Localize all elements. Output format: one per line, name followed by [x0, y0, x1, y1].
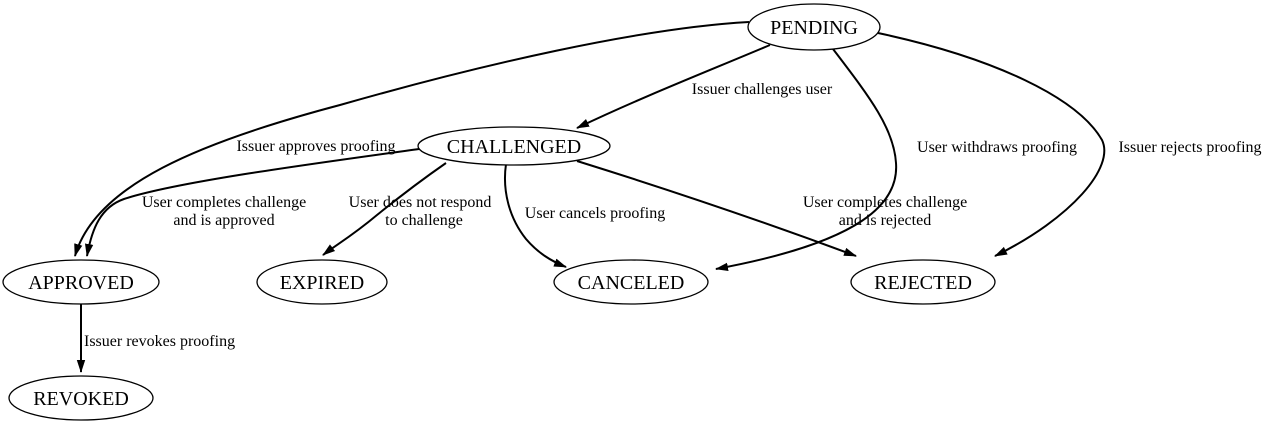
state-node-approved: APPROVED	[2, 259, 160, 305]
state-node-rejected: REJECTED	[850, 259, 996, 305]
nodes: PENDING CHALLENGED APPROVED EXPIRED CANC…	[2, 3, 996, 421]
edge-label-issuer-revokes-proofing: Issuer revokes proofing	[84, 333, 235, 350]
node-ellipse	[2, 259, 160, 305]
edge-label-user-completes-challenge-approved-line2: and is approved	[173, 212, 274, 229]
node-label: REVOKED	[33, 388, 129, 410]
node-label: APPROVED	[28, 272, 134, 294]
node-ellipse	[553, 259, 709, 305]
edge-challenged-expired	[322, 162, 447, 256]
node-ellipse	[747, 3, 881, 51]
node-label: REJECTED	[874, 272, 972, 294]
edge-label-user-completes-challenge-rejected-line1: User completes challenge	[803, 194, 967, 211]
node-ellipse	[256, 259, 388, 305]
state-node-challenged: CHALLENGED	[417, 126, 611, 166]
edge-pending-challenged	[576, 44, 771, 129]
state-node-revoked: REVOKED	[8, 375, 154, 421]
edge-pending-canceled	[715, 48, 898, 271]
edges	[74, 21, 1106, 373]
edge-label-user-completes-challenge-rejected-line2: and is rejected	[839, 212, 931, 229]
node-label: PENDING	[770, 17, 858, 39]
node-ellipse	[8, 375, 154, 421]
edge-challenged-approved	[84, 148, 420, 257]
edge-pending-rejected	[877, 32, 1106, 257]
edge-label-user-does-not-respond-line1: User does not respond	[349, 194, 492, 211]
edge-label-issuer-challenges-user: Issuer challenges user	[692, 81, 833, 98]
edge-label-user-does-not-respond-line2: to challenge	[385, 212, 463, 229]
edge-challenged-rejected	[576, 160, 857, 257]
edge-labels: Issuer challenges user Issuer approves p…	[84, 81, 1262, 350]
edge-label-issuer-approves-proofing: Issuer approves proofing	[236, 138, 395, 155]
state-node-expired: EXPIRED	[256, 259, 388, 305]
node-ellipse	[850, 259, 996, 305]
edge-pending-approved	[74, 21, 750, 257]
node-label: CANCELED	[578, 272, 685, 294]
state-node-pending: PENDING	[747, 3, 881, 51]
edge-challenged-canceled	[504, 163, 567, 268]
node-label: CHALLENGED	[447, 136, 581, 158]
edge-label-issuer-rejects-proofing: Issuer rejects proofing	[1118, 139, 1261, 156]
node-ellipse	[417, 126, 611, 166]
node-label: EXPIRED	[280, 272, 364, 294]
edge-label-user-cancels-proofing: User cancels proofing	[525, 205, 665, 222]
state-node-canceled: CANCELED	[553, 259, 709, 305]
edge-label-user-withdraws-proofing: User withdraws proofing	[917, 139, 1077, 156]
edge-label-user-completes-challenge-approved-line1: User completes challenge	[142, 194, 306, 211]
